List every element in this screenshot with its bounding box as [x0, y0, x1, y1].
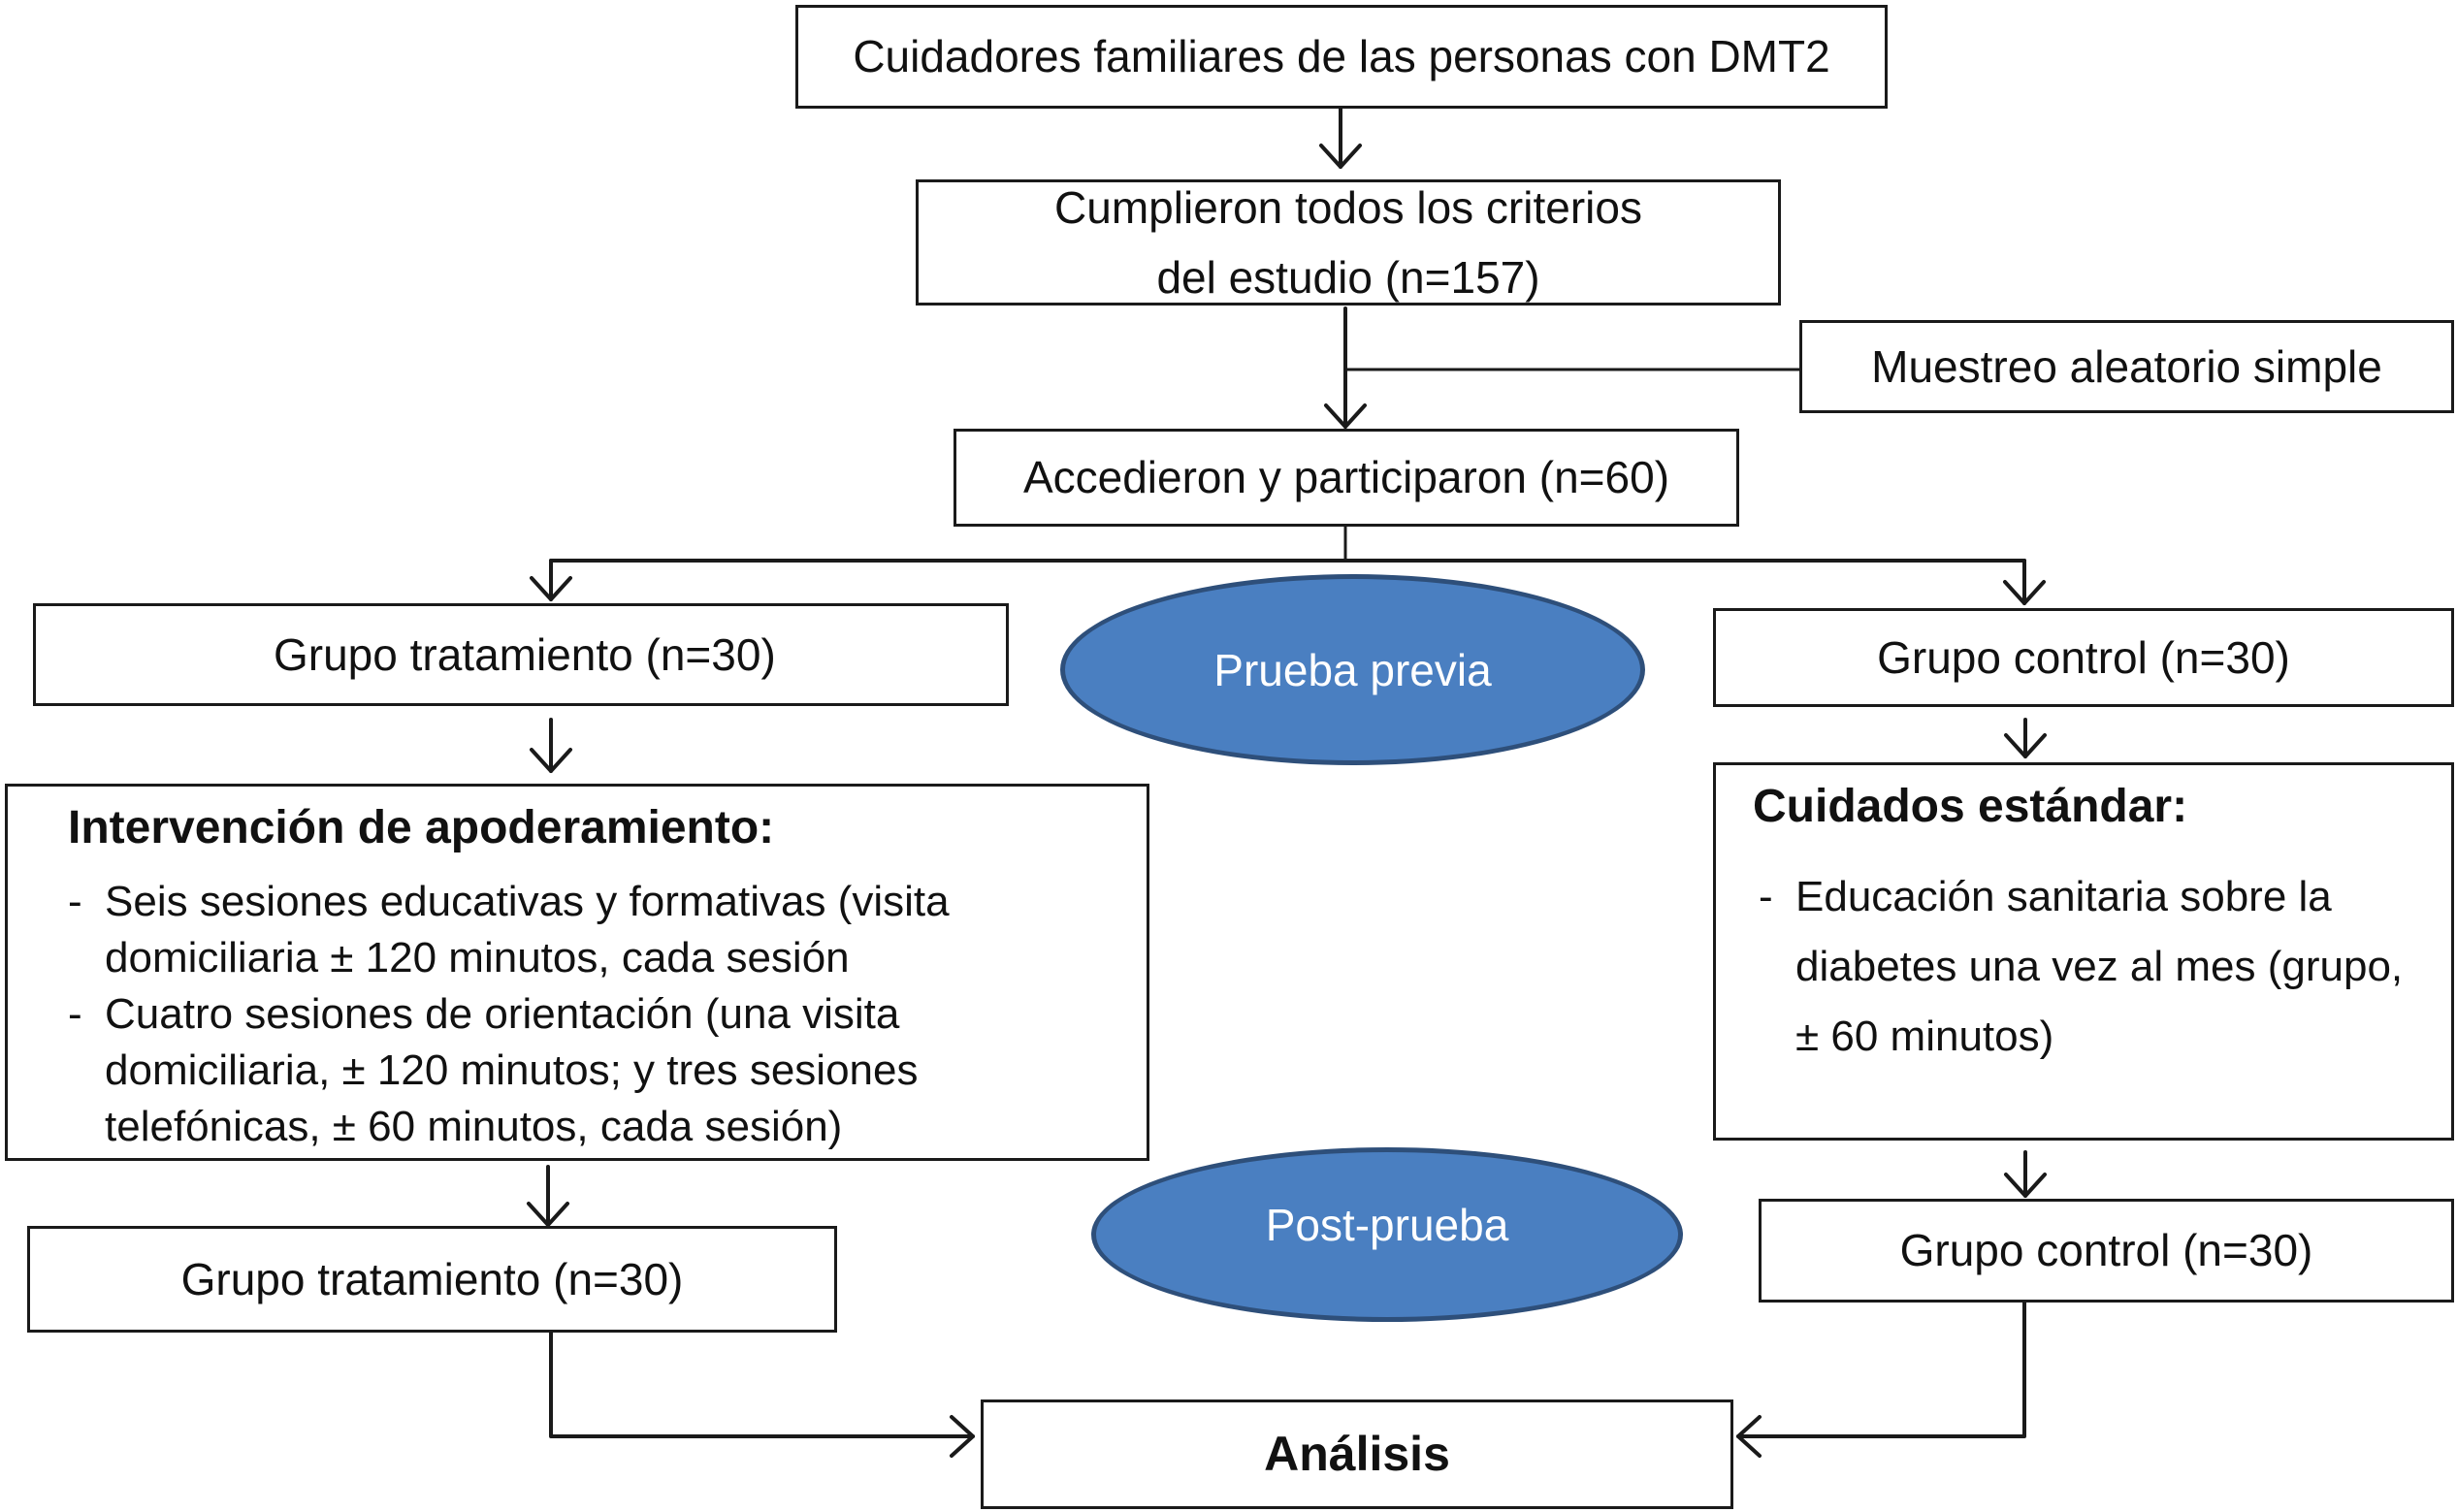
criteria-text: Cumplieron todos los criterios del estud…: [1054, 182, 1642, 303]
standard-care-list: - Educación sanitaria sobre la diabetes …: [1716, 862, 2412, 1072]
treatment-pre-text: Grupo tratamiento (n=30): [274, 628, 776, 680]
standard-care-title: Cuidados estándar:: [1753, 781, 2188, 832]
control-post-text: Grupo control (n=30): [1899, 1225, 2313, 1276]
treatment-post-box: Grupo tratamiento (n=30): [27, 1226, 837, 1333]
analysis-text: Análisis: [1264, 1427, 1450, 1481]
intervention-title: Intervención de apoderamiento:: [68, 802, 775, 853]
pretest-label: Prueba previa: [1213, 644, 1492, 695]
caregivers-box: Cuidadores familiares de las personas co…: [795, 5, 1888, 109]
caregivers-text: Cuidadores familiares de las personas co…: [853, 31, 1830, 82]
control-pre-box: Grupo control (n=30): [1713, 608, 2454, 707]
control-post-box: Grupo control (n=30): [1759, 1199, 2454, 1303]
intervention-list: - Seis sesiones educativas y formativas …: [8, 874, 1098, 1155]
participated-text: Accedieron y participaron (n=60): [1022, 452, 1670, 503]
posttest-label: Post-prueba: [1265, 1200, 1509, 1250]
posttest-ellipse: Post-prueba: [1091, 1147, 1683, 1322]
sampling-box: Muestreo aleatorio simple: [1799, 320, 2454, 413]
intervention-box: Intervención de apoderamiento: - Seis se…: [5, 784, 1149, 1161]
arrow-control-post-to-analysis: [1736, 1301, 2026, 1438]
pretest-ellipse: Prueba previa: [1060, 574, 1645, 765]
control-pre-text: Grupo control (n=30): [1877, 631, 2290, 683]
treatment-pre-box: Grupo tratamiento (n=30): [33, 603, 1009, 706]
standard-care-item: - Educación sanitaria sobre la diabetes …: [1759, 872, 2404, 1060]
treatment-post-text: Grupo tratamiento (n=30): [180, 1253, 684, 1304]
standard-care-box: Cuidados estándar: - Educación sanitaria…: [1713, 762, 2454, 1141]
intervention-item: - Seis sesiones educativas y formativas …: [68, 877, 950, 981]
sampling-text: Muestreo aleatorio simple: [1871, 340, 2382, 392]
intervention-item: - Cuatro sesiones de orientación (una vi…: [68, 989, 919, 1150]
analysis-box: Análisis: [981, 1399, 1733, 1509]
arrow-treatment-post-to-analysis: [549, 1330, 975, 1438]
participated-box: Accedieron y participaron (n=60): [954, 429, 1739, 527]
criteria-box: Cumplieron todos los criterios del estud…: [916, 179, 1781, 306]
